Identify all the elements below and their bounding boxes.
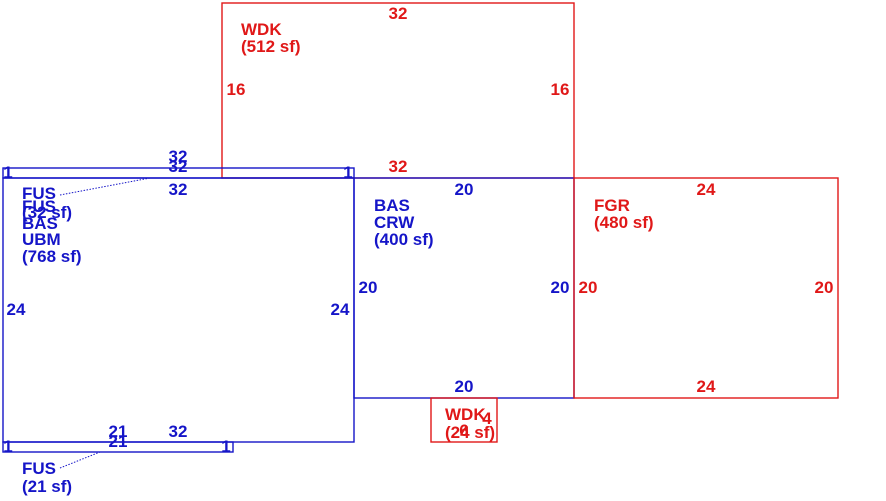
fus-bottom-dim-l: 1: [3, 437, 12, 456]
fus-bottom-code: FUS: [22, 459, 56, 478]
fus-top-dim-c: 32: [169, 180, 188, 199]
main-area: (768 sf): [22, 247, 82, 266]
main-code-1: BAS: [22, 214, 58, 233]
main-code-2: UBM: [22, 230, 61, 249]
wdk-small-outline: [430, 397, 498, 443]
fgr-code: FGR: [594, 196, 630, 215]
fus-bottom-dim-a: 21: [109, 422, 128, 441]
fgr-outline: [573, 177, 839, 399]
fgr-dim-top: 24: [697, 180, 716, 199]
crw-dim-right: 20: [551, 278, 570, 297]
fus-top-dim-a: 32: [169, 147, 188, 166]
wdk-small-code: WDK: [445, 405, 486, 424]
wdk-small-dim-2: 4: [482, 409, 492, 428]
fus-bottom-area: (21 sf): [22, 477, 72, 496]
fus-bottom-dim-r: 1: [221, 437, 230, 456]
crw-dim-bottom: 20: [455, 377, 474, 396]
crw-dim-top: 20: [455, 180, 474, 199]
main-dim-bottom: 32: [169, 422, 188, 441]
fgr-area: (480 sf): [594, 213, 654, 232]
crw-code-2: CRW: [374, 213, 415, 232]
fus-top-leader: [59, 177, 151, 196]
fus-bottom-outline: [2, 441, 234, 453]
fus-top-code-2: FUS: [22, 197, 56, 216]
fus-bottom-dim-b: 21: [109, 432, 128, 451]
wdk-top-dim-right: 16: [551, 80, 570, 99]
wdk-top-dim-left: 16: [227, 80, 246, 99]
fus-top-dim-l: 1: [3, 163, 12, 182]
fus-top-dim-r: 1: [343, 163, 352, 182]
crw-dim-left: 20: [359, 278, 378, 297]
wdk-top-dim-bottom: 32: [389, 157, 408, 176]
wdk-small-area: (24 sf): [445, 423, 495, 442]
fus-top-outline: [2, 167, 355, 179]
fgr-dim-bottom: 24: [697, 377, 716, 396]
fus-top-dim-b: 32: [169, 157, 188, 176]
wdk-top-area: (512 sf): [241, 37, 301, 56]
main-dim-right: 24: [331, 300, 350, 319]
main-dim-left: 24: [7, 300, 26, 319]
crw-area: (400 sf): [374, 230, 434, 249]
wdk-small-dim-1: 6: [459, 421, 468, 440]
wdk-top-code: WDK: [241, 20, 282, 39]
wdk-top-dim-top: 32: [389, 4, 408, 23]
fus-top-code-1: FUS: [22, 184, 56, 203]
fgr-dim-right: 20: [815, 278, 834, 297]
fgr-dim-left: 20: [579, 278, 598, 297]
crw-code-1: BAS: [374, 196, 410, 215]
fus-top-area: (32 sf): [22, 203, 72, 222]
fus-bottom-leader: [59, 451, 101, 469]
